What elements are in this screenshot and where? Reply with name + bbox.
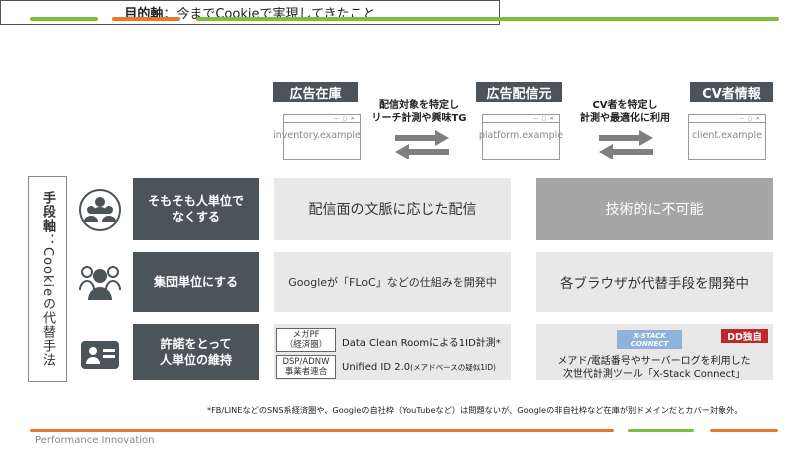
cell-technically-impossible: 技術的に不可能: [536, 178, 773, 240]
row-label-line: 集団単位にする: [153, 275, 239, 289]
logo-line: X-STACK: [633, 332, 666, 340]
top-bar-green-2: [196, 17, 779, 21]
unified-id-text: Unified ID 2.0(メアドベースの疑似1ID): [342, 362, 496, 373]
flow-label-line: CV者を特定し: [592, 100, 658, 111]
bottom-bar-orange-1: [30, 429, 614, 432]
domain-client: client.example: [691, 130, 762, 141]
column-title-platform: 広告配信元: [476, 82, 562, 102]
xstack-description-line2: 次世代計測ツール「X-Stack Connect」: [562, 369, 746, 380]
bottom-bar-green: [628, 429, 694, 432]
row-label-line: 人単位の維持: [159, 353, 232, 367]
id-card-icon: [81, 341, 119, 369]
unified-id-label: Unified ID 2.0: [342, 362, 411, 373]
window-controls-icon: — ▢ ✕: [738, 116, 761, 122]
column-title-client: CV者情報: [690, 82, 773, 102]
row-label-no-individual: そもそも人単位でなくする: [133, 178, 259, 240]
bottom-bar-orange-2: [710, 429, 778, 432]
top-bar-orange: [112, 17, 180, 21]
tag-line: （経済圏）: [284, 340, 328, 350]
row-label-line: そもそも人単位で: [148, 194, 244, 208]
logo-line: CONNECT: [630, 340, 669, 348]
people-group-icon: [79, 189, 121, 231]
footnote: *FB/LINEなどのSNS系経済圏や、Googleの自社枠（YouTubeなど…: [207, 405, 743, 415]
row-label-line: 許諾をとって: [160, 337, 232, 351]
cell-floc: Googleが「FLoC」などの仕組みを開発中: [274, 252, 511, 312]
window-controls-icon: — ▢ ✕: [333, 116, 356, 122]
method-axis-text: Cookieの代替手法: [40, 246, 55, 368]
tag-line: メガPF: [292, 330, 320, 340]
tag-line: 事業者連合: [284, 367, 328, 377]
column-title-inventory: 広告在庫: [273, 82, 358, 102]
domain-platform: platform.example: [478, 130, 564, 141]
method-axis-sep: ：: [40, 232, 55, 247]
tag-dsp-adnw: DSP/ADNW 事業者連合: [276, 355, 336, 379]
tag-mega-platform: メガPF （経済圏）: [276, 328, 336, 352]
window-controls-icon: — ▢ ✕: [532, 116, 555, 122]
data-clean-room-text: Data Clean Roomによる1ID計測*: [342, 338, 501, 349]
method-axis-title: 手段軸: [40, 190, 55, 233]
tag-line: DSP/ADNW: [282, 357, 330, 367]
footer-brand: Performance Innovation: [35, 435, 155, 446]
browser-window-platform: — ▢ ✕: [482, 114, 560, 160]
flow-label-line: 計測や最適化に利用: [580, 113, 670, 124]
browser-window-client: — ▢ ✕: [688, 114, 766, 160]
method-axis-label: 手段軸：Cookieの代替手法: [28, 176, 67, 382]
xstack-description-line1: メアド/電話番号やサーバーログを利用した: [557, 356, 751, 367]
bidirectional-arrow-icon: [599, 130, 653, 159]
dd-exclusive-badge: DD独自: [721, 329, 768, 343]
top-bar-green-1: [30, 17, 98, 21]
flow-label-cv: CV者を特定し 計測や最適化に利用: [570, 99, 680, 125]
row-label-consent: 許諾をとって人単位の維持: [133, 324, 259, 380]
flow-label-line: 配信対象を特定し: [379, 100, 459, 111]
objective-header: 目的軸 ： 今までCookieで実現してきたこと: [0, 0, 500, 25]
flow-label-reach: 配信対象を特定し リーチ計測や興味TG: [362, 99, 476, 125]
cell-browser-alternatives: 各ブラウザが代替手段を開発中: [536, 252, 773, 312]
browser-window-inventory: — ▢ ✕: [283, 114, 361, 160]
flow-label-line: リーチ計測や興味TG: [371, 113, 467, 124]
cell-contextual-delivery: 配信面の文脈に応じた配信: [274, 178, 511, 240]
domain-inventory: inventory.example: [273, 130, 361, 141]
row-label-group-unit: 集団単位にする: [133, 252, 259, 312]
bidirectional-arrow-icon: [395, 130, 449, 159]
people-cluster-icon: [79, 266, 121, 300]
row-label-line: なくする: [171, 210, 220, 224]
xstack-connect-logo: X-STACK CONNECT: [617, 330, 682, 349]
unified-id-note: (メアドベースの疑似1ID): [410, 363, 496, 372]
